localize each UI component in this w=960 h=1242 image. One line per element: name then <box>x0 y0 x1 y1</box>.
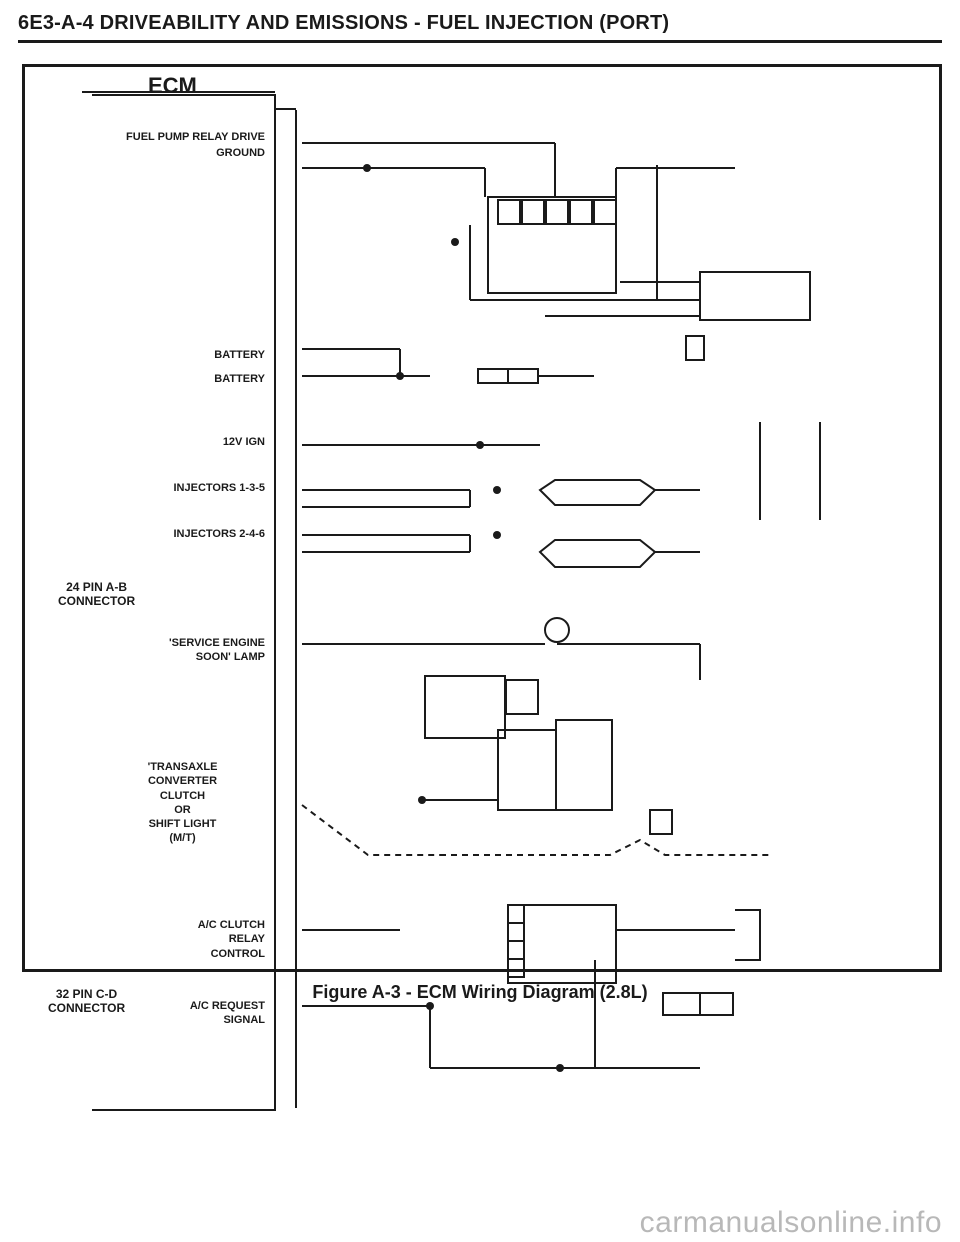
ecm-title: ECM <box>148 73 197 98</box>
ecm-function-12v-ign: 12V IGN <box>222 436 265 448</box>
ecm-function-list-2: BATTERY BATTERY <box>214 349 265 386</box>
connector-2-name: 32 PIN C-D CONNECTOR <box>48 987 126 1015</box>
ecm-function-inj-135: INJECTORS 1-3-5 <box>173 482 266 494</box>
connector-1-name: 24 PIN A-B CONNECTOR <box>58 580 136 608</box>
page-header: 6E3-A-4 DRIVEABILITY AND EMISSIONS - FUE… <box>18 12 670 34</box>
header-rule <box>18 40 942 43</box>
watermark: carmanualsonline.info <box>639 1206 942 1239</box>
diagram-frame <box>22 64 942 972</box>
figure-caption: Figure A-3 - ECM Wiring Diagram (2.8L) <box>312 982 648 1002</box>
ecm-function-inj-246: INJECTORS 2-4-6 <box>173 528 266 540</box>
ecm-function-list: FUEL PUMP RELAY DRIVE GROUND <box>126 131 265 159</box>
